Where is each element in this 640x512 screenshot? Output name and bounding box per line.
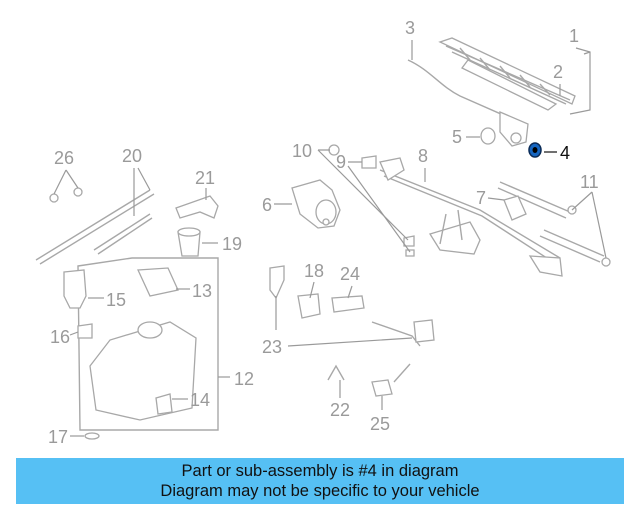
- callout-3: 3: [405, 18, 415, 38]
- info-banner: Part or sub-assembly is #4 in diagram Di…: [16, 458, 624, 504]
- sensor-connectors: [269, 265, 435, 397]
- callout-12: 12: [234, 369, 254, 389]
- callout-24: 24: [340, 264, 360, 284]
- callout-19: 19: [222, 234, 242, 254]
- wiper-blade-assembly: [438, 37, 576, 111]
- wiper-arm: [407, 59, 529, 147]
- filler-grommet: [177, 227, 201, 257]
- wiper-linkage: [379, 157, 611, 277]
- part-4-nut: [528, 142, 542, 158]
- callout-2: 2: [553, 62, 563, 82]
- callout-26: 26: [54, 148, 74, 168]
- pump-clip: [77, 323, 93, 339]
- callout-1: 1: [569, 26, 579, 46]
- callout-14: 14: [190, 390, 210, 410]
- washer-pump: [63, 269, 87, 309]
- wiper-motor: [291, 179, 341, 229]
- callout-9: 9: [336, 152, 346, 172]
- callout-13: 13: [192, 281, 212, 301]
- banner-line-2: Diagram may not be specific to your vehi…: [160, 482, 480, 500]
- banner-line-1: Part or sub-assembly is #4 in diagram: [181, 462, 459, 480]
- callout-10: 10: [292, 141, 312, 161]
- washer-reservoir-group: [77, 257, 219, 431]
- callout-7: 7: [476, 188, 486, 208]
- callout-8: 8: [418, 146, 428, 166]
- callout-23: 23: [262, 337, 282, 357]
- arm-cap: [480, 127, 496, 145]
- hose-elbow: [175, 195, 219, 219]
- o-ring: [84, 432, 100, 440]
- callout-18: 18: [304, 261, 324, 281]
- callout-4: 4: [560, 143, 570, 163]
- callout-15: 15: [106, 290, 126, 310]
- callout-21: 21: [195, 168, 215, 188]
- callout-25: 25: [370, 414, 390, 434]
- callout-5: 5: [452, 127, 462, 147]
- callout-22: 22: [330, 400, 350, 420]
- callout-11: 11: [580, 172, 599, 192]
- callout-16: 16: [50, 327, 70, 347]
- callout-20: 20: [122, 146, 142, 166]
- callout-17: 17: [48, 427, 68, 447]
- hood-struts: [35, 187, 155, 265]
- callout-6: 6: [262, 195, 272, 215]
